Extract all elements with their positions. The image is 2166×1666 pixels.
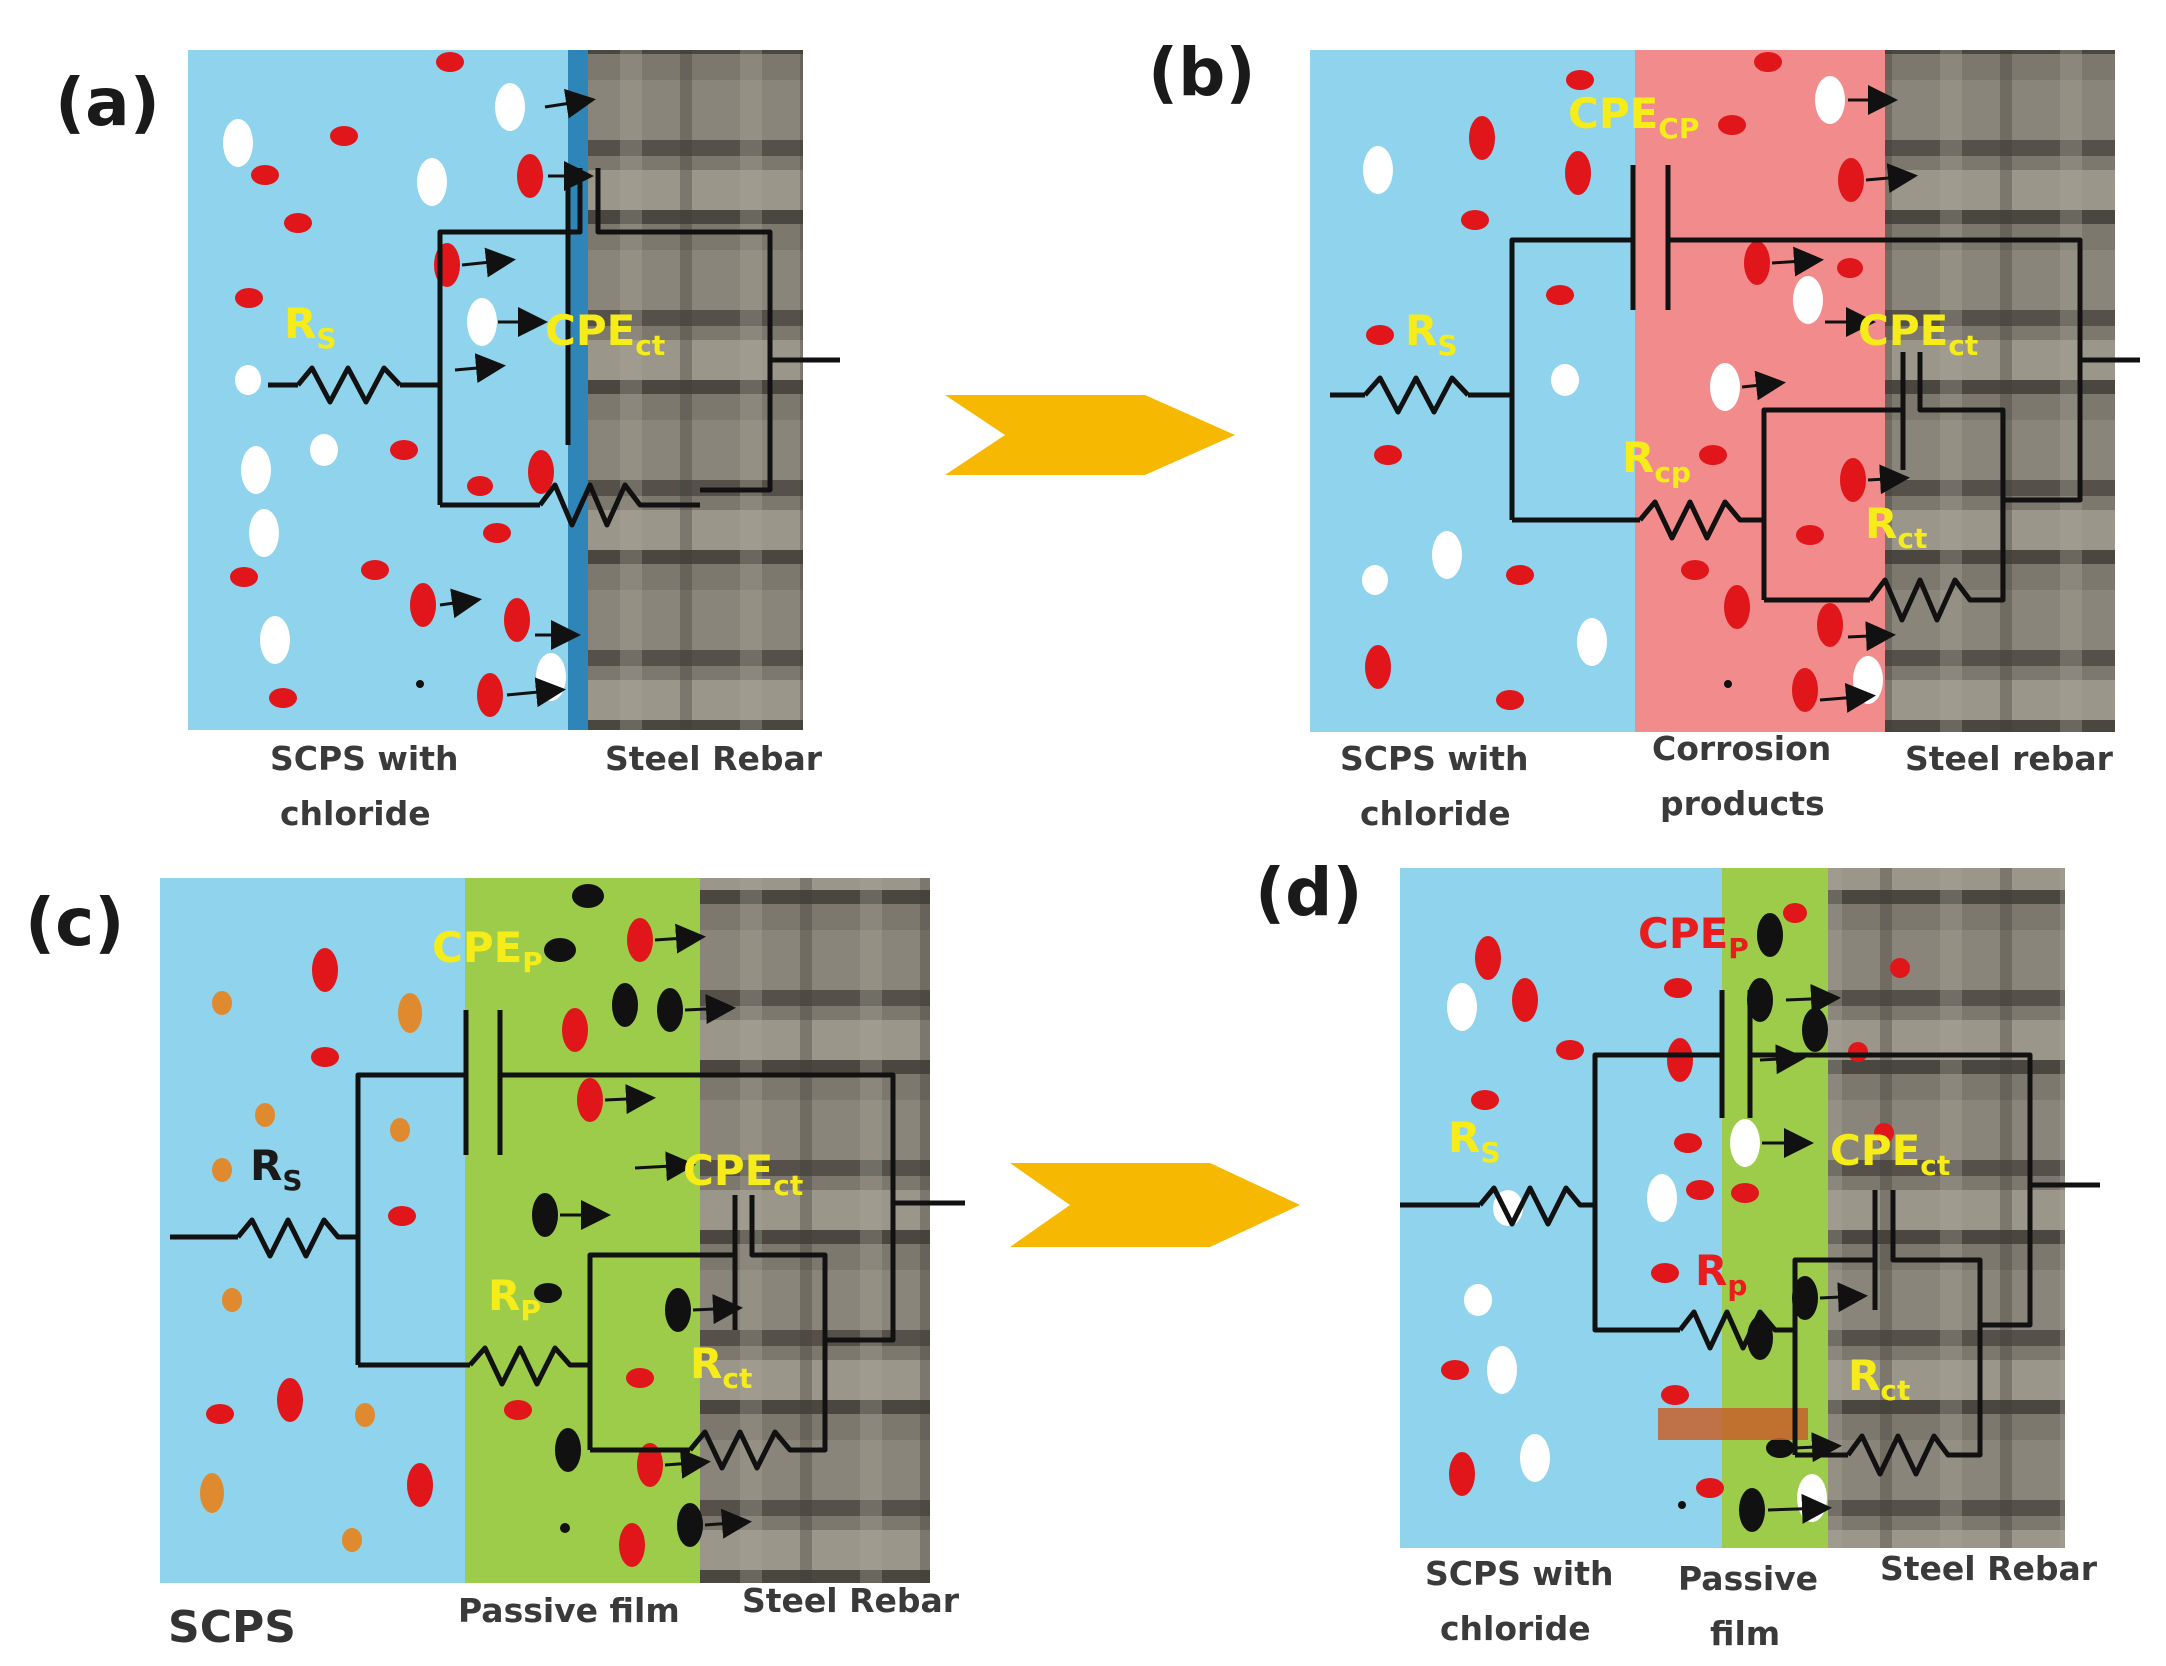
resistor-icon <box>296 365 402 405</box>
resistor-icon <box>1638 499 1764 541</box>
interface-layer <box>568 50 590 730</box>
panel-letter: (a) <box>55 64 160 141</box>
cpe-p-label: CPEP <box>432 923 543 979</box>
rct-label: Rct <box>1865 499 1927 555</box>
medium-caption: SCPS with <box>1340 739 1529 778</box>
medium-caption-2: chloride <box>1440 1609 1591 1648</box>
equivalent-circuit <box>268 168 840 528</box>
panel-c: (c) <box>25 878 965 1653</box>
rebar-caption: Steel rebar <box>1905 739 2114 778</box>
equivalent-circuit <box>1400 990 2100 1477</box>
layer-caption-2: film <box>1710 1614 1780 1653</box>
panel-d: (d) <box>1255 854 2100 1653</box>
solution-region <box>1400 868 1725 1548</box>
cpe-ct-label: CPEct <box>683 1146 803 1202</box>
rebar-caption: Steel Rebar <box>605 739 823 778</box>
ions <box>200 884 703 1567</box>
corrosion-layer <box>1635 50 1885 732</box>
resistor-icon <box>1363 375 1470 415</box>
steel-rebar <box>588 50 803 730</box>
ion-arrows <box>560 923 752 1539</box>
ion-arrows <box>1759 983 1868 1524</box>
cpe-ct-label: CPEct <box>1830 1126 1950 1182</box>
rs-label: RS <box>284 299 337 355</box>
panel-letter: (b) <box>1148 34 1256 111</box>
resistor-icon <box>1678 1309 1795 1351</box>
rs-label: RS <box>1405 306 1458 362</box>
cpe-ct-label: CPEct <box>545 306 665 362</box>
transition-arrow-icon <box>1010 1163 1300 1247</box>
equivalent-circuit <box>1330 165 2140 623</box>
ions <box>223 52 566 717</box>
rs-label: RS <box>1448 1113 1501 1169</box>
resistor-icon <box>236 1217 358 1259</box>
resistor-icon <box>468 1345 590 1387</box>
medium-caption: SCPS <box>168 1602 296 1653</box>
resistor-icon <box>538 482 700 528</box>
panel-letter: (d) <box>1255 854 1363 931</box>
panel-b: (b) <box>1148 34 2140 833</box>
ion-arrows <box>1741 85 1918 713</box>
layer-caption-2: products <box>1660 784 1825 823</box>
resistor-icon <box>1868 577 2003 623</box>
cpe-p-label: CPEP <box>1638 909 1749 965</box>
ions <box>1362 52 1883 712</box>
rebar-caption: Steel Rebar <box>1880 1549 2098 1588</box>
medium-caption: SCPS with <box>270 739 459 778</box>
panel-letter: (c) <box>25 884 124 961</box>
medium-caption-2: chloride <box>1360 794 1511 833</box>
medium-caption: SCPS with <box>1425 1554 1614 1593</box>
rcp-label: Rcp <box>1622 433 1691 489</box>
rp-label: Rp <box>1695 1246 1747 1302</box>
rct-label: Rct <box>690 1339 752 1395</box>
resistor-icon <box>688 1429 825 1471</box>
resistor-icon <box>1845 1433 1980 1477</box>
rs-label: RS <box>250 1141 303 1197</box>
equivalent-circuit <box>170 1010 965 1471</box>
steel-rebar <box>1828 868 2065 1548</box>
resistor-icon <box>1478 1185 1588 1227</box>
ion-arrows <box>439 88 596 708</box>
rebar-caption: Steel Rebar <box>742 1581 960 1620</box>
passive-film <box>465 878 705 1583</box>
rp-label: RP <box>488 1271 541 1327</box>
layer-caption: Passive <box>1678 1559 1818 1598</box>
layer-caption: Passive film <box>458 1591 680 1630</box>
cpe-ct-label: CPEct <box>1858 306 1978 362</box>
panel-a: (a) <box>55 50 840 833</box>
medium-caption-2: chloride <box>280 794 431 833</box>
layer-caption: Corrosion <box>1652 729 1831 768</box>
transition-arrow-icon <box>945 395 1235 475</box>
rct-label: Rct <box>1848 1351 1910 1407</box>
ions <box>1441 903 1910 1532</box>
cpe-cp-label: CPECP <box>1568 89 1699 145</box>
steel-rebar <box>1885 50 2115 732</box>
